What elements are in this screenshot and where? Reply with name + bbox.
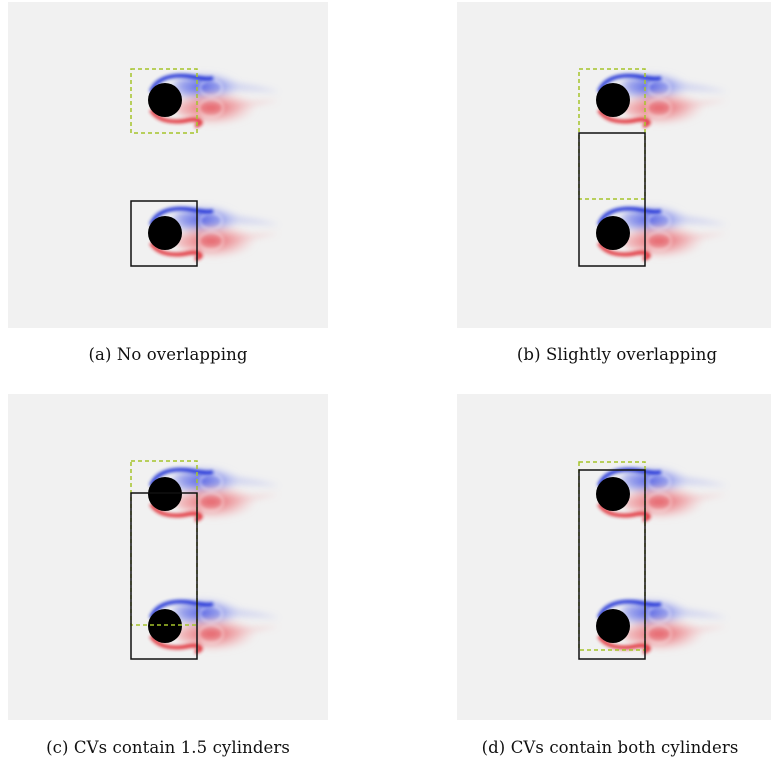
flow-field-background — [8, 2, 328, 328]
caption-a: (a) No overlapping — [88, 345, 248, 364]
panel-b — [457, 2, 771, 332]
flow-field-background — [457, 394, 771, 720]
control-volume-lower — [130, 492, 198, 660]
caption-d: (d) CVs contain both cylinders — [481, 738, 739, 757]
panel-d-figure — [457, 394, 771, 720]
flow-field-background — [8, 394, 328, 720]
panel-c — [8, 394, 328, 724]
panel-b-figure — [457, 2, 771, 328]
panel-a — [8, 2, 328, 332]
control-volume-lower — [578, 469, 646, 660]
control-volume-upper — [130, 68, 198, 134]
control-volume-lower — [130, 200, 198, 267]
panel-d — [457, 394, 771, 724]
flow-field-background — [457, 2, 771, 328]
caption-c: (c) CVs contain 1.5 cylinders — [46, 738, 290, 757]
panel-c-figure — [8, 394, 328, 720]
control-volume-lower — [578, 132, 646, 267]
caption-b: (b) Slightly overlapping — [516, 345, 718, 364]
panel-a-figure — [8, 2, 328, 328]
